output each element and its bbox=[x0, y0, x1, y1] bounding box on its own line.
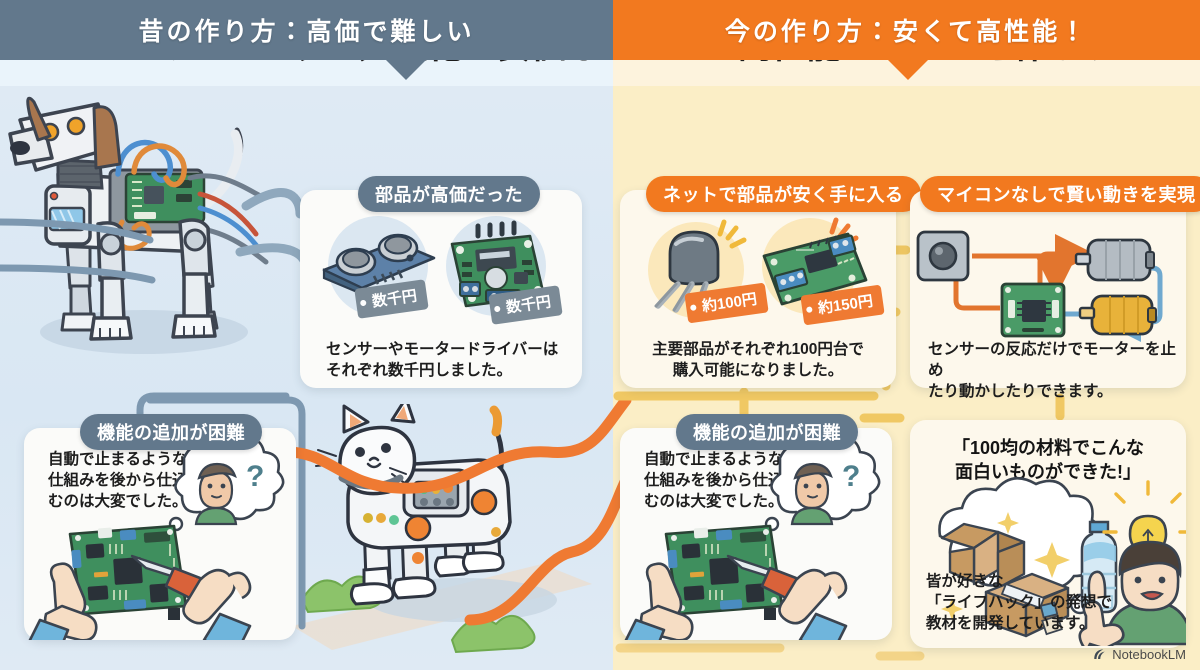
no-mcu-circuit-illustration bbox=[916, 230, 1163, 342]
header-new-method-notch bbox=[888, 60, 928, 80]
svg-text:?: ? bbox=[842, 460, 860, 493]
price-tag-driver: 数千円 bbox=[488, 285, 563, 325]
card-expensive-parts: 数千円 数千円 センサーやモータードライバーは それぞれ数千円しました。 bbox=[300, 190, 582, 388]
card-lifehack-caption: 皆が好きな 「ライフハック」の発想で 教材を開発しています。 bbox=[926, 573, 1113, 632]
feature-difficult-left-illustration: ? bbox=[28, 434, 285, 640]
card-expensive-parts-caption: センサーやモータードライバーは それぞれ数千円しました。 bbox=[326, 341, 559, 379]
header-old-method: 昔の作り方：高価で難しい bbox=[0, 0, 613, 60]
header-old-method-label: 昔の作り方：高価で難しい bbox=[138, 18, 475, 46]
robot-dog-illustration bbox=[8, 96, 269, 354]
pill-feature-difficult-left: 機能の追加が困難 bbox=[80, 414, 262, 450]
pill-feature-difficult-right: 機能の追加が困難 bbox=[676, 414, 858, 450]
card-cheap-parts: 約100円 約150円 主要部品がそれぞれ100円台で 購入可能になりました。 bbox=[620, 190, 896, 388]
card-feature-difficult-right-caption: 自動で止まるような 仕組みを後から仕込 むのは大変でした。 bbox=[644, 451, 784, 510]
pill-expensive-parts: 部品が高価だった bbox=[358, 176, 540, 212]
card-lifehack-quote-text: 「100均の材料でこんな 面白いものができた!」 bbox=[951, 438, 1145, 483]
thought-bubble: ? bbox=[161, 434, 285, 541]
header-new-method: 今の作り方：安くて高性能！ bbox=[613, 0, 1200, 60]
thought-question-mark: ? bbox=[246, 460, 264, 493]
watermark: NotebookLM bbox=[1092, 647, 1186, 662]
lifehack-illustration bbox=[938, 476, 1186, 646]
price-tag-sensor: 数千円 bbox=[354, 279, 429, 319]
header-new-method-label: 今の作り方：安くて高性能！ bbox=[724, 18, 1089, 46]
card-cheap-parts-caption: 主要部品がそれぞれ100円台で 購入可能になりました。 bbox=[652, 341, 864, 379]
price-tag-100yen: 約100円 bbox=[684, 282, 769, 324]
pill-no-mcu: マイコンなしで賢い動きを実現 bbox=[920, 176, 1200, 212]
robot-cat-illustration bbox=[292, 404, 592, 654]
thought-bubble: ? bbox=[757, 434, 881, 541]
card-no-mcu-caption: センサーの反応だけでモーターを止め たり動かしたりできます。 bbox=[928, 341, 1177, 400]
card-feature-difficult-left: 自動で止まるような 仕組みを後から仕込 むのは大変でした。 ? bbox=[24, 428, 296, 640]
price-tag-150yen: 約150円 bbox=[800, 284, 885, 326]
header-old-method-notch bbox=[386, 60, 426, 80]
feature-difficult-right-illustration: ? bbox=[624, 434, 881, 640]
card-feature-difficult-left-caption: 自動で止まるような 仕組みを後から仕込 むのは大変でした。 bbox=[48, 451, 188, 510]
watermark-label: NotebookLM bbox=[1112, 647, 1186, 662]
card-no-mcu: センサーの反応だけでモーターを止め たり動かしたりできます。 bbox=[910, 190, 1186, 400]
boy-figure bbox=[1078, 540, 1186, 646]
card-feature-difficult-right: 自動で止まるような 仕組みを後から仕込 むのは大変でした。 ? bbox=[620, 428, 892, 640]
card-lifehack-quote: 「100均の材料でこんな 面白いものができた!」 bbox=[910, 420, 1186, 648]
pill-cheap-parts: ネットで部品が安く手に入る bbox=[646, 176, 921, 212]
notebooklm-logo-icon bbox=[1094, 649, 1106, 659]
